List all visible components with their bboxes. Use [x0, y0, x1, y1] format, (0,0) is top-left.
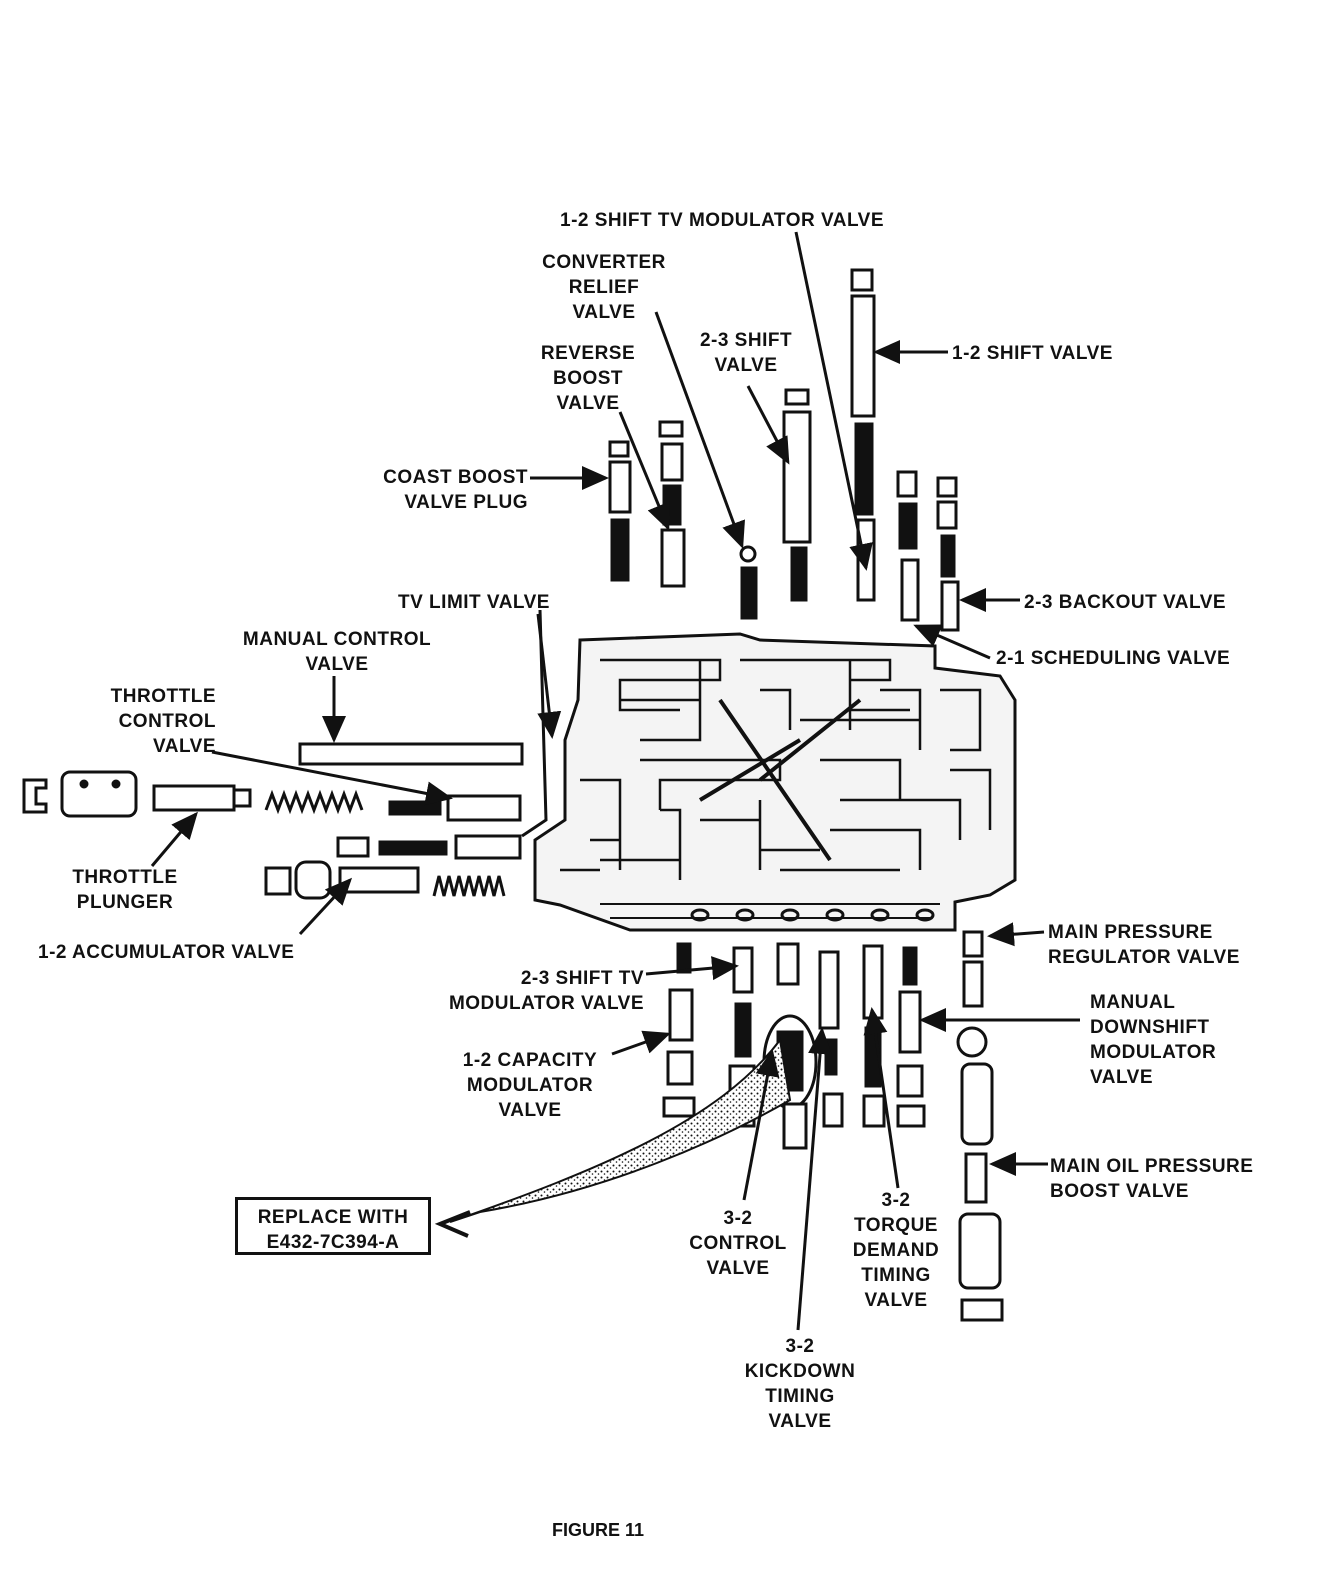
- leader-lines: [150, 231, 1080, 1331]
- valve-body: [533, 632, 1017, 932]
- replace-arrow: [449, 1037, 792, 1223]
- label-throttle-plunger: THROTTLE PLUNGER: [72, 867, 178, 913]
- label-reverse-boost-valve: REVERSE BOOST VALVE: [540, 343, 636, 414]
- label-tv-limit-valve: TV LIMIT VALVE: [398, 592, 550, 613]
- label-3-2-kickdown-timing-valve: 3-2 KICKDOWN TIMING VALVE: [744, 1336, 856, 1432]
- label-converter-relief-valve: CONVERTER RELIEF VALVE: [542, 252, 666, 323]
- label-2-1-scheduling-valve: 2-1 SCHEDULING VALVE: [996, 648, 1231, 669]
- label-coast-boost-valve-plug: COAST BOOST VALVE PLUG: [383, 467, 528, 513]
- label-throttle-control-valve: THROTTLE CONTROL VALVE: [110, 686, 216, 757]
- replace-with-box: REPLACE WITH E432-7C394-A: [235, 1197, 431, 1255]
- left-valve-parts: [22, 742, 524, 900]
- label-1-2-accumulator-valve: 1-2 ACCUMULATOR VALVE: [38, 942, 295, 963]
- label-manual-downshift-modulator-valve: MANUAL DOWNSHIFT MODULATOR VALVE: [1090, 992, 1217, 1088]
- label-1-2-shift-valve: 1-2 SHIFT VALVE: [952, 343, 1113, 364]
- label-main-oil-pressure-boost-valve: MAIN OIL PRESSURE BOOST VALVE: [1050, 1156, 1254, 1202]
- label-2-3-backout-valve: 2-3 BACKOUT VALVE: [1024, 592, 1227, 613]
- label-1-2-shift-tv-modulator-valve: 1-2 SHIFT TV MODULATOR VALVE: [560, 210, 884, 231]
- label-3-2-torque-demand-timing-valve: 3-2 TORQUE DEMAND TIMING VALVE: [852, 1190, 940, 1311]
- bottom-valve-stacks: [662, 930, 1004, 1322]
- label-2-3-shift-tv-modulator-valve: 2-3 SHIFT TV MODULATOR VALVE: [448, 968, 644, 1014]
- label-1-2-capacity-modulator-valve: 1-2 CAPACITY MODULATOR VALVE: [462, 1050, 598, 1121]
- figure-caption: FIGURE 11: [552, 1520, 645, 1540]
- label-3-2-control-valve: 3-2 CONTROL VALVE: [689, 1208, 787, 1279]
- label-manual-control-valve: MANUAL CONTROL VALVE: [242, 629, 432, 675]
- label-2-3-shift-valve: 2-3 SHIFT VALVE: [699, 330, 793, 376]
- replace-with-text: REPLACE WITH E432-7C394-A: [257, 1207, 409, 1253]
- label-main-pressure-regulator-valve: MAIN PRESSURE REGULATOR VALVE: [1048, 922, 1240, 968]
